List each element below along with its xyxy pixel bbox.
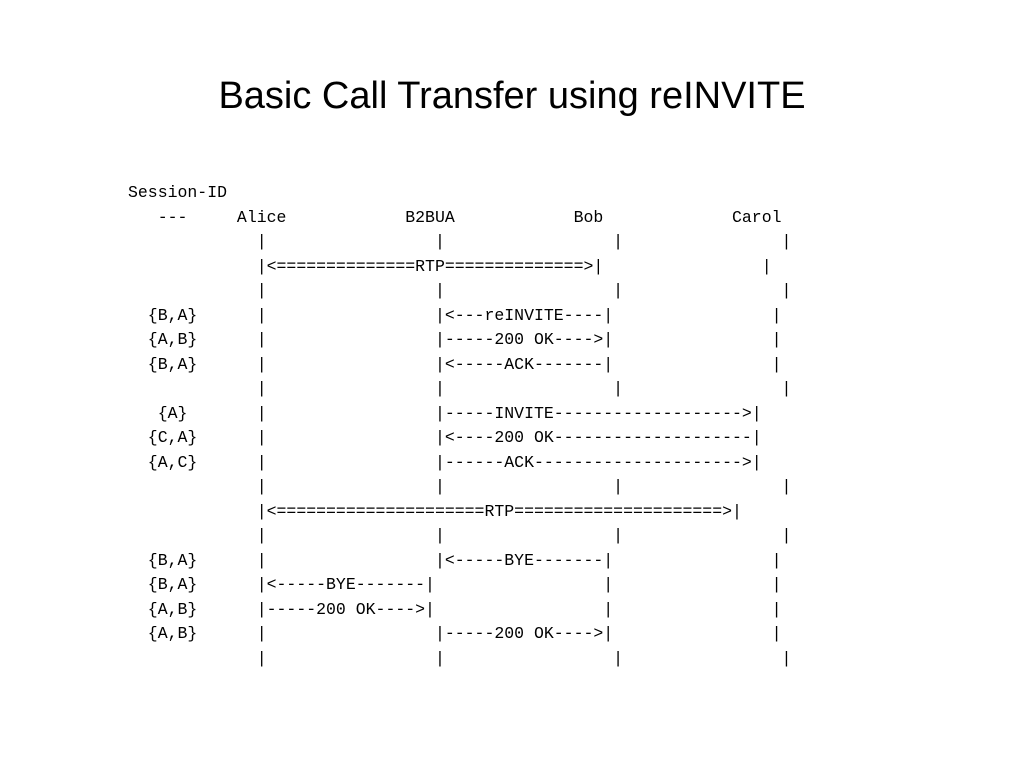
diagram-line: | | | | <box>128 281 792 300</box>
slide-title: Basic Call Transfer using reINVITE <box>218 75 806 117</box>
diagram-line-ack: {B,A} | |<-----ACK-------| | <box>128 354 782 374</box>
diagram-line-200-ok-bob: {A,B} | |-----200 OK---->| | <box>128 624 782 643</box>
diagram-line-bye-alice: {B,A} |<-----BYE-------| | | <box>128 575 782 594</box>
diagram-line-reinvite: {B,A} | |<---reINVITE----| | <box>128 305 782 325</box>
diagram-line-invite-carol: {A} | |-----INVITE------------------->| <box>128 403 762 423</box>
diagram-line-200-ok: {A,B} | |-----200 OK---->| | <box>128 330 782 349</box>
diagram-line-participants-header: --- Alice B2BUA Bob Carol <box>128 207 782 227</box>
diagram-line: | | | | <box>128 232 792 251</box>
diagram-line-session-id-header: Session-ID <box>128 183 228 202</box>
diagram-line-rtp-alice-carol: |<=====================RTP==============… <box>128 501 742 521</box>
diagram-line: | | | | <box>128 379 792 398</box>
diagram-line: | | | | <box>128 526 792 545</box>
diagram-line-rtp-alice-bob: |<==============RTP==============>| | <box>128 256 772 276</box>
diagram-line-200-ok-carol: {C,A} | |<----200 OK--------------------… <box>128 428 762 447</box>
diagram-line-200-ok-alice: {A,B} |-----200 OK---->| | | <box>128 599 782 619</box>
diagram-line: | | | | <box>128 648 792 668</box>
diagram-line-ack-carol: {A,C} | |------ACK--------------------->… <box>128 452 762 472</box>
diagram-line: | | | | <box>128 477 792 496</box>
diagram-line-bye-bob: {B,A} | |<-----BYE-------| | <box>128 550 782 570</box>
call-flow-diagram: Session-ID --- Alice B2BUA Bob Carol | |… <box>128 181 791 671</box>
